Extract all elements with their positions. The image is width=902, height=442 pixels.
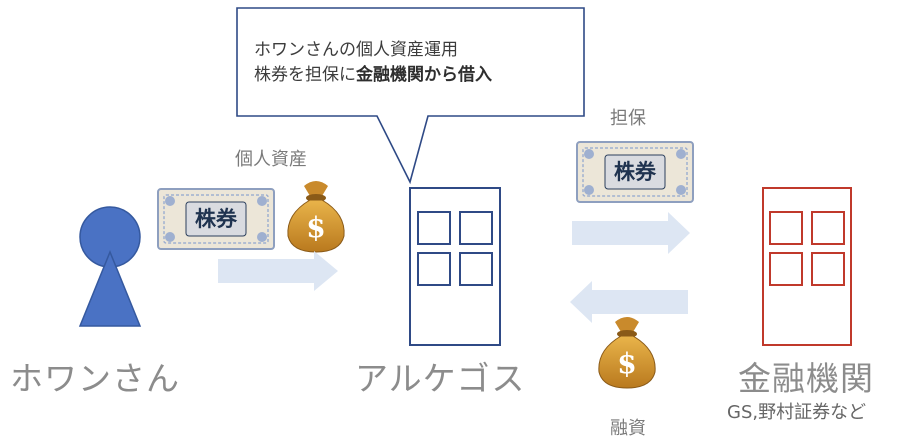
callout-text: ホワンさんの個人資産運用 株券を担保に金融機関から借入 [254, 38, 492, 88]
stock-certificate-icon-left [157, 188, 275, 250]
dollar-sign: $ [617, 347, 637, 380]
bank-sub-label: GS,野村証券など [727, 402, 867, 423]
callout-line-1: ホワンさんの個人資産運用 [254, 40, 458, 60]
stock-certificate-text-right: 株券 [605, 155, 665, 189]
personal-assets-label: 個人資産 [235, 149, 307, 170]
archegos-name-label: アルケゴス [355, 359, 526, 398]
arrow-bank-to-archegos [570, 281, 688, 323]
money-bag-symbol-bottom: $ [611, 347, 643, 380]
person-icon [78, 206, 142, 327]
money-bag-icon-left [287, 181, 345, 253]
callout-bubble [236, 7, 585, 185]
stock-certificate-label: 株券 [614, 160, 656, 184]
bank-name-label: 金融機関 [738, 359, 874, 398]
money-bag-symbol-left: $ [300, 211, 332, 244]
collateral-label: 担保 [610, 108, 646, 129]
dollar-sign: $ [306, 211, 326, 244]
arrow-person-to-archegos [218, 251, 338, 291]
callout-line-2-bold: 金融機関から借入 [356, 65, 492, 85]
money-bag-icon-bottom [598, 317, 656, 389]
person-name-label: ホワンさん [10, 359, 180, 398]
callout-line-2: 株券を担保に金融機関から借入 [254, 63, 492, 88]
stock-certificate-icon-right [576, 141, 694, 203]
stock-certificate-text-left: 株券 [186, 202, 246, 236]
archegos-building [409, 187, 501, 346]
arrow-archegos-to-bank [572, 212, 690, 254]
loan-label: 融資 [610, 418, 646, 439]
callout-line-2-plain: 株券を担保に [254, 65, 356, 85]
stock-certificate-label: 株券 [195, 207, 237, 231]
bank-building [762, 187, 852, 346]
